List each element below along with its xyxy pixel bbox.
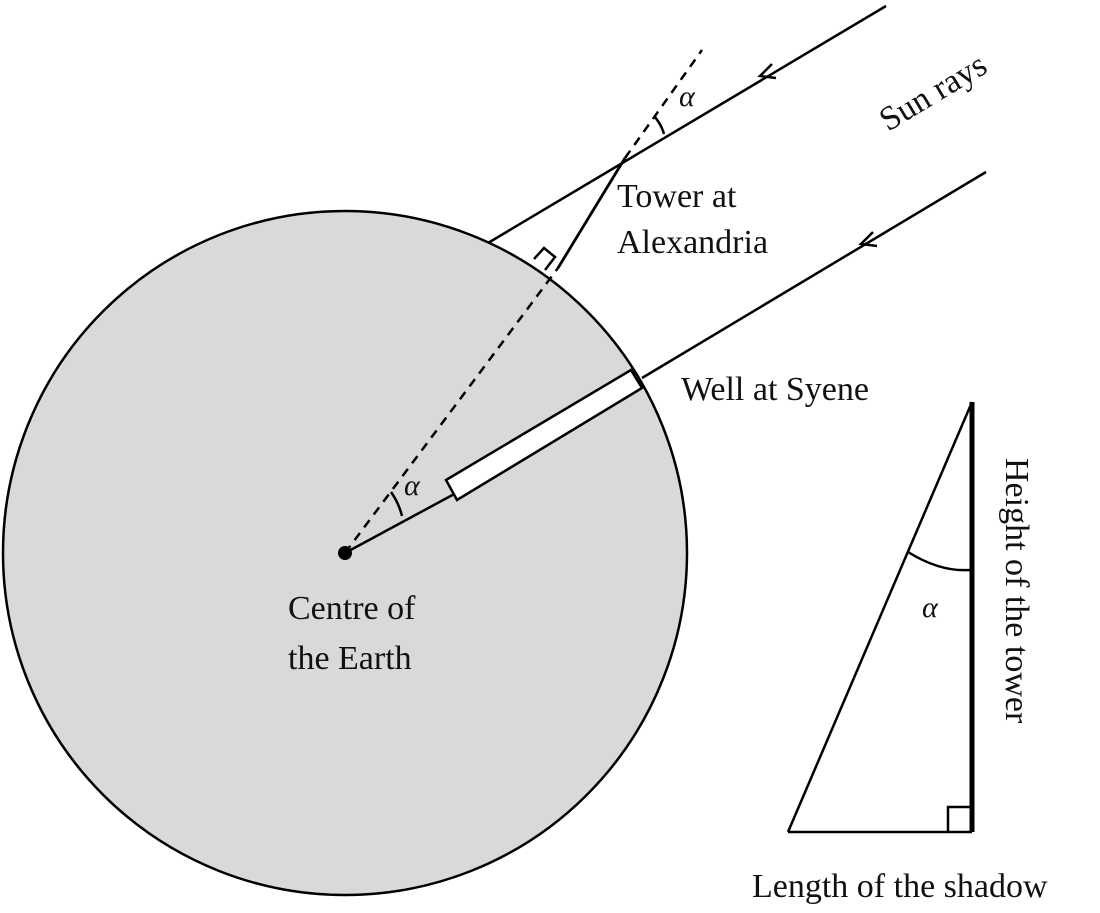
well-label: Well at Syene <box>681 371 869 408</box>
sun-ray-upper <box>487 4 887 245</box>
tower-at-alexandria <box>556 157 627 269</box>
ray-arrow-lower <box>858 231 878 248</box>
alpha-label-top: α <box>679 80 696 113</box>
ray-arrow-upper <box>757 63 777 80</box>
sun-rays-label: Sun rays <box>873 46 993 139</box>
length-of-shadow-label: Length of the shadow <box>752 868 1048 905</box>
centre-of-earth-dot <box>338 546 352 560</box>
height-of-tower-label: Height of the tower <box>998 458 1035 724</box>
triangle-right-angle-marker <box>946 805 972 832</box>
triangle-angle-arc <box>907 550 971 572</box>
angle-arc-top <box>653 115 666 135</box>
tower-label-line2: Alexandria <box>617 224 768 261</box>
centre-label-line1: Centre of <box>288 590 416 627</box>
sun-ray-lower <box>641 170 987 380</box>
angle-arc-centre <box>389 491 404 517</box>
alpha-label-centre: α <box>404 469 421 502</box>
right-angle-marker-alexandria <box>533 246 557 271</box>
tower-extension-dashed <box>623 49 704 159</box>
tower-label-line1: Tower at <box>617 178 737 215</box>
radius-to-syene <box>344 490 459 555</box>
triangle-hypotenuse <box>786 401 974 833</box>
centre-label-line2: the Earth <box>288 640 412 677</box>
radius-to-alexandria <box>343 267 560 554</box>
alpha-label-triangle: α <box>922 591 939 624</box>
well-at-syene <box>444 368 644 502</box>
